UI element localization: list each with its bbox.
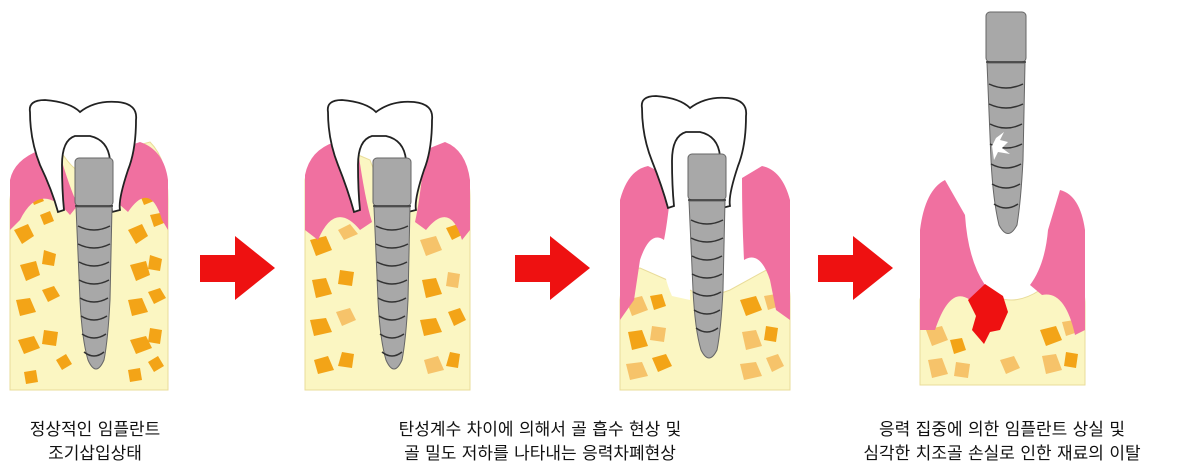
caption-line: 심각한 치조골 손실로 인한 재료의 이탈 <box>812 442 1192 466</box>
arrow-right-icon <box>818 236 893 300</box>
stage-3-bone-loss <box>620 96 790 390</box>
caption-line: 골 밀도 저하를 나타내는 응력차폐현상 <box>330 442 750 466</box>
caption-stage-3: 응력 집중에 의한 임플란트 상실 및 심각한 치조골 손실로 인한 재료의 이… <box>812 418 1192 466</box>
caption-line: 응력 집중에 의한 임플란트 상실 및 <box>812 418 1192 442</box>
caption-line: 탄성계수 차이에 의해서 골 흡수 현상 및 <box>330 418 750 442</box>
arrow-right-icon <box>515 236 590 300</box>
arrow-right-icon <box>200 236 275 300</box>
caption-stage-1: 정상적인 임플란트 조기삽입상태 <box>0 418 190 466</box>
caption-line: 정상적인 임플란트 <box>0 418 190 442</box>
stage-2-stress-shielding <box>305 100 470 390</box>
caption-line: 조기삽입상태 <box>0 442 190 466</box>
implant-icon <box>986 12 1026 234</box>
stage-4-implant-failure <box>920 12 1085 385</box>
stage-1-normal-implant <box>10 100 168 390</box>
caption-stage-2: 탄성계수 차이에 의해서 골 흡수 현상 및 골 밀도 저하를 나타내는 응력차… <box>330 418 750 466</box>
